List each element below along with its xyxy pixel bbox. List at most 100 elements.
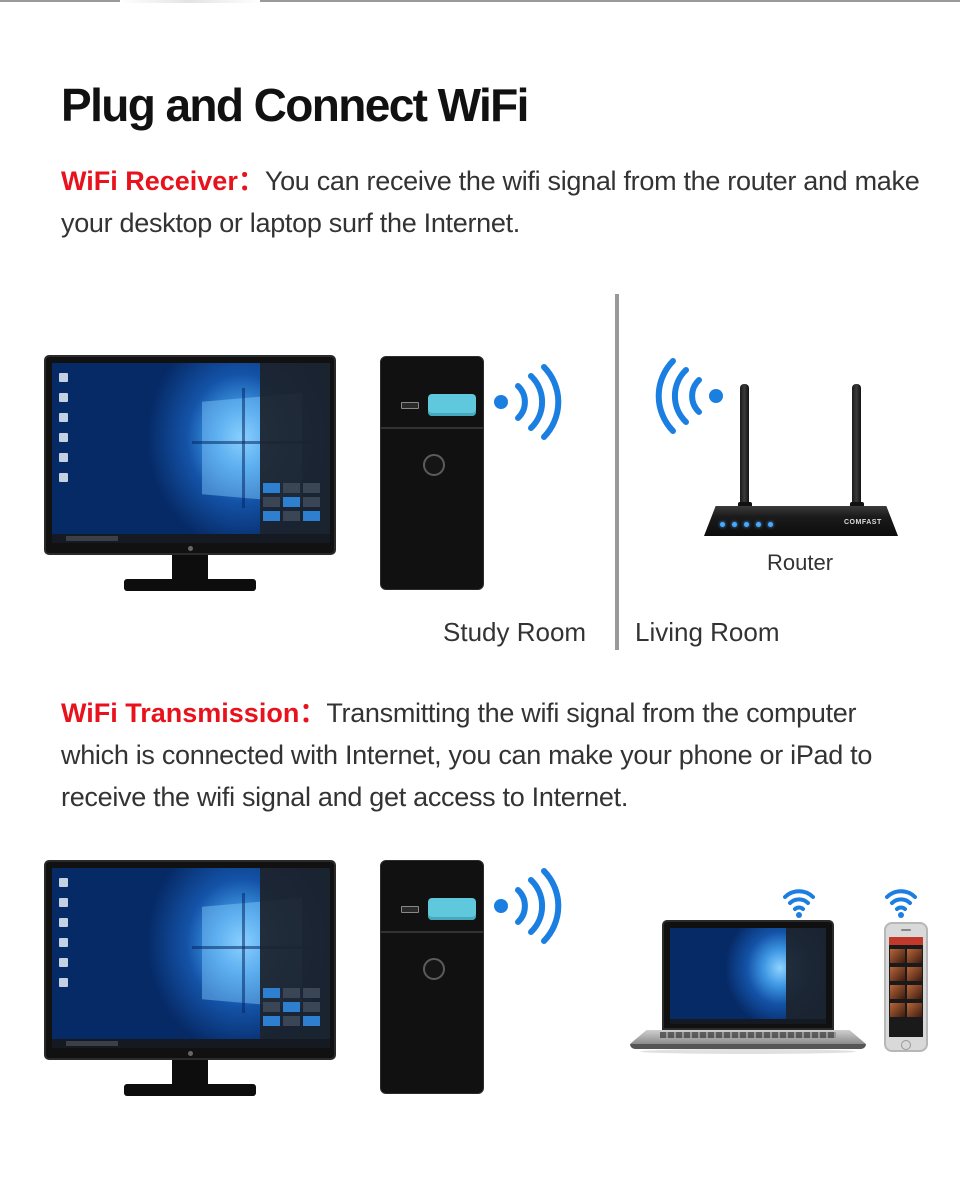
desktop-file-icon <box>59 938 68 947</box>
windows-logo-divider <box>192 946 312 949</box>
top-border-highlight <box>120 0 260 3</box>
taskbar-search <box>66 536 118 541</box>
router-led <box>720 522 725 527</box>
quick-action-tile <box>283 988 300 998</box>
pc-tower-icon <box>380 356 484 590</box>
phone-screen <box>889 937 923 1037</box>
taskbar-search <box>66 1041 118 1046</box>
media-thumbnail <box>890 985 905 999</box>
router-antenna <box>740 384 749 512</box>
quick-action-tile <box>283 1016 300 1026</box>
quick-action-tile <box>303 1002 320 1012</box>
monitor-stand-neck <box>172 1060 208 1088</box>
desktop-file-icon <box>59 898 68 907</box>
desktop-file-icon <box>59 453 68 462</box>
laptop-front-edge <box>630 1044 866 1049</box>
desktop-monitor-icon <box>44 860 336 1096</box>
tower-panel-line <box>381 427 483 429</box>
desktop-file-icon <box>59 978 68 987</box>
monitor-bezel <box>44 355 336 555</box>
receiver-text: You can receive the wifi signal from the… <box>61 166 920 238</box>
desktop-file-icon <box>59 918 68 927</box>
media-thumbnail <box>890 949 905 963</box>
pc-tower-icon <box>380 860 484 1094</box>
laptop-keyboard <box>660 1032 836 1038</box>
action-center-panel <box>260 363 330 535</box>
phone-home-button <box>901 1040 911 1050</box>
router-body <box>704 506 898 536</box>
quick-action-tile <box>283 483 300 493</box>
monitor-power-led <box>188 546 193 551</box>
wifi-icon <box>885 889 917 918</box>
quick-action-tile <box>283 497 300 507</box>
transmission-description: WiFi Transmission：Transmitting the wifi … <box>61 692 921 818</box>
router-led <box>732 522 737 527</box>
taskbar <box>670 1019 826 1024</box>
quick-action-tile <box>303 511 320 521</box>
media-thumbnail <box>907 949 922 963</box>
monitor-screen <box>52 868 330 1048</box>
router-brand-logo: COMFAST <box>844 519 882 526</box>
quick-action-tile <box>263 1016 280 1026</box>
wifi-icon <box>783 889 815 918</box>
transmission-label: WiFi Transmission： <box>61 698 327 728</box>
desktop-file-icon <box>59 958 68 967</box>
monitor-stand-neck <box>172 555 208 583</box>
quick-action-tile <box>303 483 320 493</box>
receiver-description: WiFi Receiver：You can receive the wifi s… <box>61 160 921 244</box>
room-divider <box>615 294 619 650</box>
monitor-stand-base <box>124 579 256 591</box>
transmission-text: Transmitting the wifi signal from the co… <box>61 698 873 812</box>
desktop-file-icon <box>59 473 68 482</box>
study-room-label: Study Room <box>443 617 587 647</box>
phone-app-header <box>889 937 923 945</box>
usb-port-icon <box>401 402 419 409</box>
router-led <box>756 522 761 527</box>
action-center-panel <box>786 928 826 1024</box>
router-led <box>744 522 749 527</box>
quick-action-tile <box>303 1016 320 1026</box>
desktop-file-icon <box>59 373 68 382</box>
windows-logo-divider <box>242 893 245 1013</box>
media-thumbnail <box>890 967 905 981</box>
quick-action-tile <box>303 497 320 507</box>
router-led <box>768 522 773 527</box>
windows-logo-divider <box>192 441 312 444</box>
media-thumbnail <box>907 967 922 981</box>
top-border <box>0 0 960 2</box>
usb-wifi-adapter-icon <box>428 394 476 416</box>
router-icon: COMFAST <box>704 384 898 540</box>
media-thumbnail <box>907 985 922 999</box>
receiver-label: WiFi Receiver： <box>61 166 265 196</box>
power-button-icon <box>423 958 445 980</box>
laptop-lid <box>662 920 834 1030</box>
quick-action-tile <box>263 497 280 507</box>
monitor-screen <box>52 363 330 543</box>
desktop-file-icon <box>59 878 68 887</box>
quick-action-tile <box>283 511 300 521</box>
media-thumbnail <box>907 1003 922 1017</box>
quick-action-tile <box>263 1002 280 1012</box>
taskbar <box>52 534 330 543</box>
quick-action-tile <box>263 483 280 493</box>
media-thumbnail <box>890 1003 905 1017</box>
wifi-signal-icon <box>494 364 562 440</box>
desktop-monitor-icon <box>44 355 336 591</box>
router-label: Router <box>767 550 834 575</box>
action-center-panel <box>260 868 330 1040</box>
monitor-power-led <box>188 1051 193 1056</box>
laptop-shadow <box>640 1049 856 1054</box>
wifi-signal-icon <box>494 868 562 944</box>
wifi-signal-icon <box>655 358 723 434</box>
page-title: Plug and Connect WiFi <box>61 79 529 131</box>
usb-wifi-adapter-icon <box>428 898 476 920</box>
monitor-bezel <box>44 860 336 1060</box>
desktop-file-icon <box>59 433 68 442</box>
quick-action-tile <box>263 511 280 521</box>
phone-speaker <box>901 929 911 931</box>
router-antenna <box>852 384 861 512</box>
quick-action-tile <box>303 988 320 998</box>
laptop-screen <box>670 928 826 1024</box>
desktop-file-icon <box>59 413 68 422</box>
usb-port-icon <box>401 906 419 913</box>
